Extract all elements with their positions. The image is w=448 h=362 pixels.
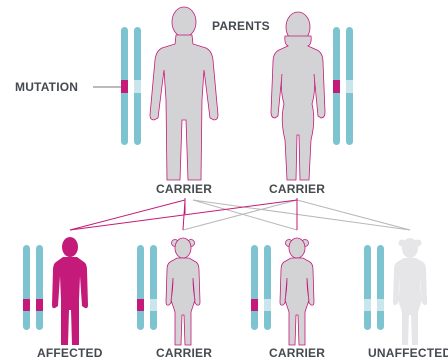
father-status-label: CARRIER: [156, 182, 212, 196]
affected-boy-figure-icon: [52, 237, 88, 345]
unaffected-girl-figure-icon: [393, 238, 427, 345]
child-3-chromosome-pair: [251, 245, 271, 330]
father-figure-icon: [150, 7, 218, 180]
carrier-girl-figure-icon: [280, 238, 314, 345]
child-2-chromosome-pair: [137, 245, 157, 330]
mutation-label: MUTATION: [15, 80, 78, 94]
carrier-girl-figure-icon: [166, 238, 200, 345]
child-4-chromosome-pair: [364, 245, 384, 330]
mother-chromosome-pair: [333, 27, 353, 145]
mother-status-label: CARRIER: [269, 182, 325, 196]
father-mutation-band: [121, 80, 128, 93]
child-1-status-label: AFFECTED: [37, 346, 103, 360]
mother-mutation-band: [333, 80, 340, 93]
parents-label: PARENTS: [212, 19, 270, 33]
child-2-status-label: CARRIER: [156, 346, 212, 360]
father-chromosome-pair: [121, 27, 141, 145]
mother-figure-icon: [271, 12, 325, 180]
inheritance-lines-mutation: [70, 198, 297, 230]
child-3-status-label: CARRIER: [269, 346, 325, 360]
child-1-chromosome-pair: [23, 245, 43, 330]
child-4-status-label: UNAFFECTED: [368, 346, 448, 360]
